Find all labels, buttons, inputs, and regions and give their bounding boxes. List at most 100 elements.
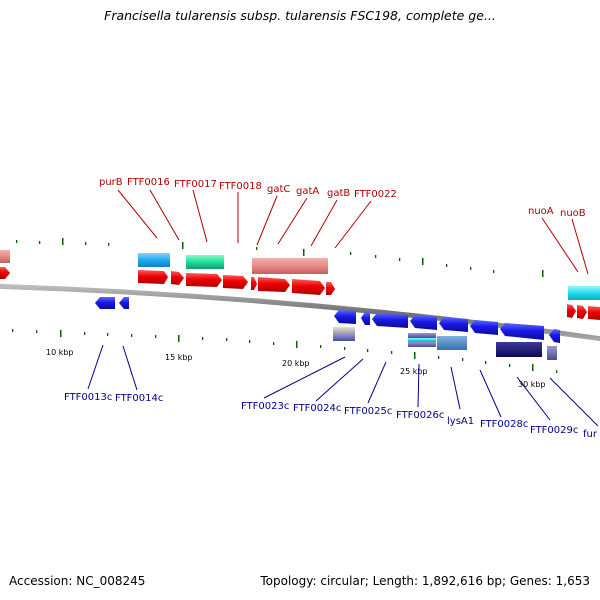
- feature-block[interactable]: [408, 342, 436, 347]
- gene-arrow[interactable]: [439, 317, 468, 332]
- reverse-leader-lines: [87, 344, 599, 427]
- ruler-tick: [226, 338, 228, 341]
- gene-label-gatb[interactable]: gatB: [327, 188, 350, 199]
- leader-line: [549, 377, 599, 427]
- ruler-tick: [303, 249, 305, 256]
- ruler-tick: [399, 258, 401, 261]
- leader-line: [516, 376, 551, 421]
- gene-arrow[interactable]: [567, 304, 576, 318]
- feature-block[interactable]: [333, 334, 355, 341]
- gene-arrow[interactable]: [372, 313, 408, 328]
- ruler-label: 25 kbp: [400, 367, 428, 376]
- gene-arrow[interactable]: [292, 279, 325, 295]
- feature-block[interactable]: [547, 346, 557, 360]
- gene-label-ftf0024c[interactable]: FTF0024c: [293, 403, 341, 414]
- ruler-tick: [39, 241, 41, 244]
- ruler-tick: [438, 356, 440, 359]
- gene-arrow[interactable]: [223, 275, 248, 289]
- leader-line: [367, 361, 387, 404]
- gene-arrow[interactable]: [186, 273, 222, 287]
- gene-arrow[interactable]: [410, 315, 437, 330]
- gene-label-ftf0013c[interactable]: FTF0013c: [64, 392, 112, 403]
- leader-line: [450, 366, 461, 410]
- ruler-tick: [367, 349, 369, 352]
- gene-label-ftf0017[interactable]: FTF0017: [174, 179, 217, 190]
- gene-arrow[interactable]: [171, 271, 184, 285]
- gene-label-ftf0022[interactable]: FTF0022: [354, 189, 397, 200]
- ruler-tick: [414, 352, 416, 359]
- leader-line: [571, 218, 589, 275]
- feature-block[interactable]: [0, 250, 10, 263]
- gene-arrow[interactable]: [577, 305, 587, 319]
- gene-label-ftf0026c[interactable]: FTF0026c: [396, 410, 444, 421]
- ruler-tick: [107, 333, 109, 336]
- gene-arrow[interactable]: [361, 312, 370, 325]
- ruler-tick: [320, 345, 322, 348]
- gene-label-gatc[interactable]: gatC: [267, 184, 290, 195]
- topology-label: Topology: circular; Length: 1,892,616 bp…: [260, 574, 590, 588]
- gene-arrow[interactable]: [549, 329, 560, 343]
- ruler-tick: [249, 340, 251, 343]
- gene-label-ftf0016[interactable]: FTF0016: [127, 177, 170, 188]
- gene-arrow[interactable]: [258, 277, 290, 292]
- ruler-label: 10 kbp: [46, 348, 74, 357]
- feature-block[interactable]: [408, 333, 436, 338]
- gene-label-gata[interactable]: gatA: [296, 186, 319, 197]
- feature-block[interactable]: [568, 286, 600, 300]
- ruler-tick: [344, 347, 346, 350]
- feature-block[interactable]: [496, 342, 542, 357]
- forward-gene-arrows: [0, 267, 600, 320]
- ruler-tick: [60, 330, 62, 337]
- ruler-tick: [62, 238, 64, 245]
- leader-line: [117, 189, 158, 239]
- ruler-tick: [85, 242, 87, 245]
- leader-line: [417, 363, 420, 408]
- gene-arrow[interactable]: [500, 323, 544, 340]
- gene-label-ftf0023c[interactable]: FTF0023c: [241, 401, 289, 412]
- gene-arrow[interactable]: [0, 267, 10, 279]
- ruler-tick: [202, 337, 204, 340]
- forward-leader-lines: [117, 189, 589, 275]
- gene-label-nuob[interactable]: nuoB: [560, 208, 586, 219]
- ruler-tick: [108, 243, 110, 246]
- ruler-tick: [462, 358, 464, 361]
- feature-block[interactable]: [408, 338, 436, 342]
- gene-label-lysa1[interactable]: lysA1: [447, 416, 474, 427]
- gene-arrow[interactable]: [119, 297, 129, 309]
- gene-arrow[interactable]: [588, 306, 600, 320]
- gene-label-nuoa[interactable]: nuoA: [528, 206, 554, 217]
- gene-label-fur[interactable]: fur: [583, 429, 598, 440]
- reverse-features: [333, 327, 557, 360]
- ruler-tick: [493, 270, 495, 273]
- gene-label-ftf0028c[interactable]: FTF0028c: [480, 419, 528, 430]
- gene-arrow[interactable]: [95, 297, 115, 309]
- ruler-tick: [391, 351, 393, 354]
- reverse-gene-labels: FTF0013c FTF0014c FTF0023c FTF0024c FTF0…: [64, 392, 598, 440]
- feature-block[interactable]: [138, 253, 170, 267]
- ruler-tick: [182, 242, 184, 249]
- feature-block[interactable]: [186, 255, 224, 269]
- gene-label-ftf0029c[interactable]: FTF0029c: [530, 425, 578, 436]
- gene-arrow[interactable]: [326, 282, 335, 295]
- gene-label-ftf0018[interactable]: FTF0018: [219, 181, 262, 192]
- gene-arrow[interactable]: [251, 277, 257, 290]
- gene-label-ftf0014c[interactable]: FTF0014c: [115, 393, 163, 404]
- gene-arrow[interactable]: [138, 270, 168, 284]
- ruler-tick: [273, 342, 275, 345]
- ruler-tick: [131, 334, 133, 337]
- ruler-label: 30 kbp: [518, 380, 546, 389]
- gene-arrow[interactable]: [334, 310, 356, 324]
- gene-label-ftf0025c[interactable]: FTF0025c: [344, 406, 392, 417]
- map-title: Francisella tularensis subsp. tularensis…: [104, 8, 496, 23]
- ruler-label: 15 kbp: [165, 353, 193, 362]
- leader-line: [122, 345, 138, 391]
- ruler-tick: [84, 332, 86, 335]
- gene-arrow[interactable]: [470, 320, 498, 335]
- gene-label-purb[interactable]: purB: [99, 177, 123, 188]
- ruler-tick: [542, 270, 544, 277]
- feature-block[interactable]: [437, 336, 467, 350]
- ruler-tick: [350, 252, 352, 255]
- feature-block[interactable]: [252, 258, 328, 274]
- feature-block[interactable]: [333, 327, 355, 334]
